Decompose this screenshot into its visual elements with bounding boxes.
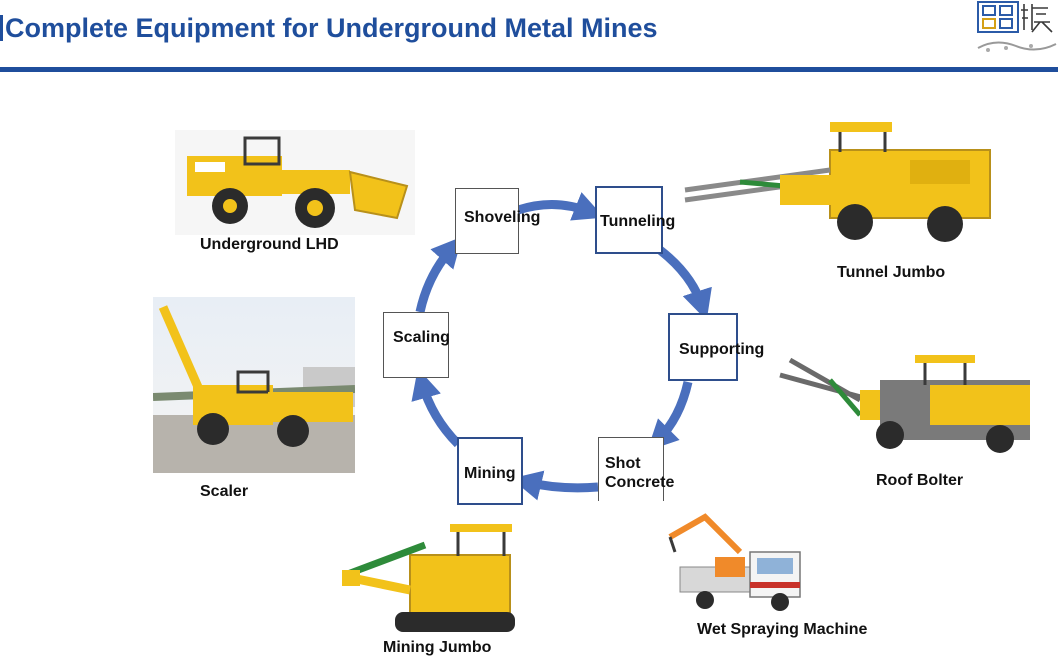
label-roof-bolter: Roof Bolter [876, 472, 964, 489]
page-title-text: Complete Equipment for Underground Metal… [5, 13, 658, 43]
label-wet-spraying-machine: Wet Spraying Machine [697, 621, 868, 638]
step-supporting: Supporting [668, 313, 764, 381]
arrow-supporting-to-shotconcrete [647, 380, 693, 451]
step-shot-concrete: Shot Concrete [598, 437, 675, 501]
arrow-scaling-to-shoveling [415, 236, 463, 313]
arrow-shoveling-to-tunneling [516, 192, 605, 221]
arrow-tunneling-to-supporting [657, 246, 712, 321]
step-shot-concrete-line2: Concrete [605, 474, 675, 491]
company-logo-icon [977, 1, 1057, 52]
label-tunnel-jumbo: Tunnel Jumbo [837, 264, 946, 281]
step-mining: Mining [457, 437, 523, 505]
step-tunneling-label: Tunneling [600, 213, 676, 230]
header-divider [0, 67, 1058, 72]
step-scaling: Scaling [383, 312, 450, 378]
roof-bolter-image [779, 355, 1030, 453]
arrow-mining-to-scaling [411, 368, 462, 448]
page-title: Complete Equipment for Underground Metal… [0, 8, 658, 48]
step-supporting-label: Supporting [679, 341, 765, 358]
label-scaler: Scaler [200, 483, 249, 500]
step-shot-concrete-line1: Shot [605, 455, 641, 472]
step-mining-label: Mining [464, 465, 516, 482]
step-scaling-label: Scaling [393, 329, 450, 346]
label-underground-lhd: Underground LHD [200, 236, 339, 253]
mining-jumbo-image [342, 524, 515, 632]
scaler-photo [153, 297, 355, 473]
step-shoveling: Shoveling [455, 188, 540, 254]
lhd-loader-image [175, 130, 415, 235]
arrow-shotconcrete-to-mining [511, 470, 599, 501]
wet-spraying-truck-image [668, 513, 801, 611]
label-mining-jumbo: Mining Jumbo [383, 639, 492, 656]
step-shoveling-label: Shoveling [464, 209, 541, 226]
tunnel-jumbo-image [684, 122, 991, 242]
step-tunneling: Tunneling [595, 186, 675, 254]
